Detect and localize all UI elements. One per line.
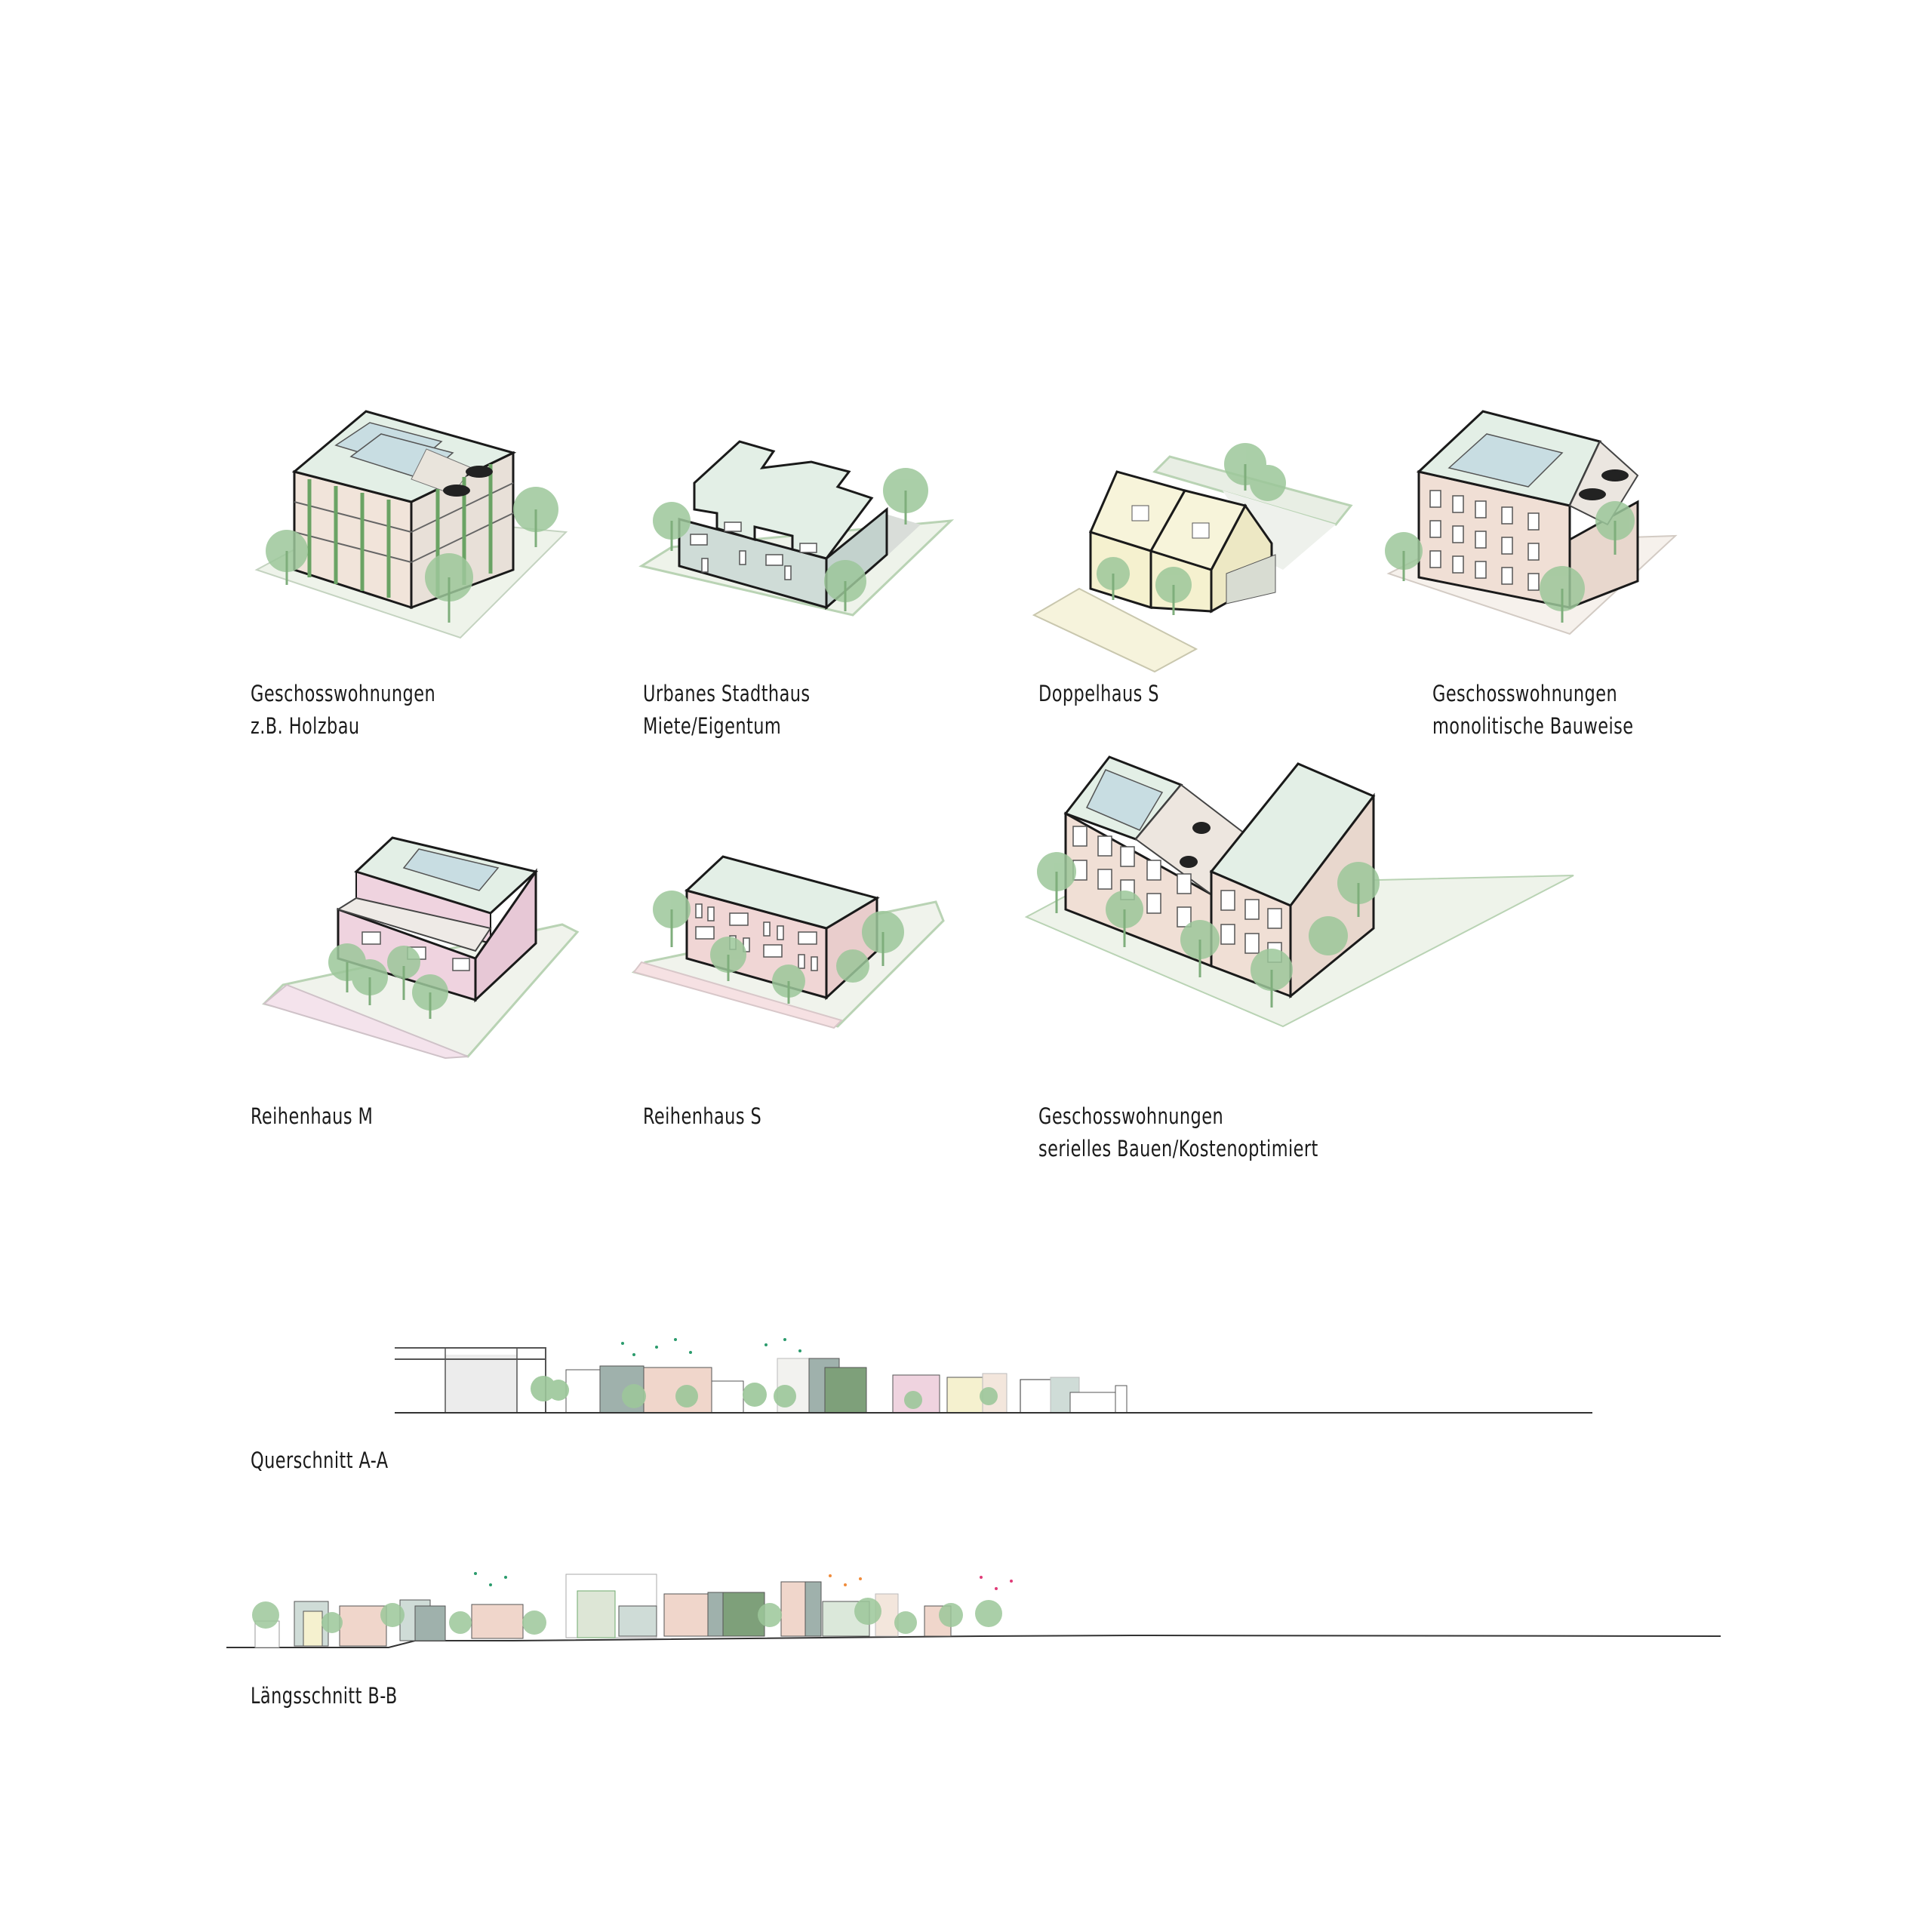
caption-title: Urbanes Stadthaus (643, 681, 811, 706)
iso-reihenhaus-m (262, 836, 611, 1064)
section-drawing (226, 1572, 1721, 1648)
caption-title: Reihenhaus M (251, 1103, 374, 1129)
caption-doppelhaus: Doppelhaus S (1038, 678, 1159, 710)
caption-geschoss-monolithisch: Geschosswohnungen monolitische Bauweise (1432, 678, 1634, 743)
caption-title: Geschosswohnungen (251, 681, 436, 706)
iso-geschoss-monolithisch (1385, 408, 1706, 649)
caption-geschoss-holzbau: Geschosswohnungen z.B. Holzbau (251, 678, 435, 743)
building-drawing (1032, 443, 1353, 673)
building-drawing (262, 836, 580, 1060)
caption-subtitle: serielles Bauen/Kostenoptimiert (1038, 1136, 1318, 1161)
caption-stadthaus: Urbanes Stadthaus Miete/Eigentum (643, 678, 811, 743)
section-drawing (395, 1338, 1592, 1414)
building-drawing (1024, 755, 1574, 1028)
iso-stadthaus (638, 438, 958, 626)
section-laengsschnitt (226, 1570, 1721, 1675)
section-label-laengsschnitt: Längsschnitt B-B (251, 1683, 398, 1709)
caption-subtitle: monolitische Bauweise (1432, 713, 1634, 739)
section-querschnitt (385, 1336, 1592, 1434)
building-drawing (638, 440, 955, 617)
caption-reihenhaus-s: Reihenhaus S (643, 1100, 761, 1133)
caption-subtitle: Miete/Eigentum (643, 713, 782, 739)
caption-geschoss-seriell: Geschosswohnungen serielles Bauen/Kosten… (1038, 1100, 1318, 1165)
caption-title: Doppelhaus S (1038, 681, 1159, 706)
section-label-querschnitt: Querschnitt A-A (251, 1447, 389, 1473)
iso-geschoss-seriell (1024, 755, 1585, 1041)
caption-title: Reihenhaus S (643, 1103, 762, 1129)
building-drawing (631, 855, 945, 1029)
caption-title: Geschosswohnungen (1038, 1103, 1224, 1129)
building-drawing (254, 410, 568, 639)
iso-geschoss-holzbau (254, 408, 574, 649)
caption-reihenhaus-m: Reihenhaus M (251, 1100, 373, 1133)
caption-title: Geschosswohnungen (1432, 681, 1618, 706)
iso-doppelhaus (1032, 430, 1366, 673)
building-drawing (1385, 410, 1678, 635)
iso-reihenhaus-s (631, 853, 966, 1034)
caption-subtitle: z.B. Holzbau (251, 713, 360, 739)
